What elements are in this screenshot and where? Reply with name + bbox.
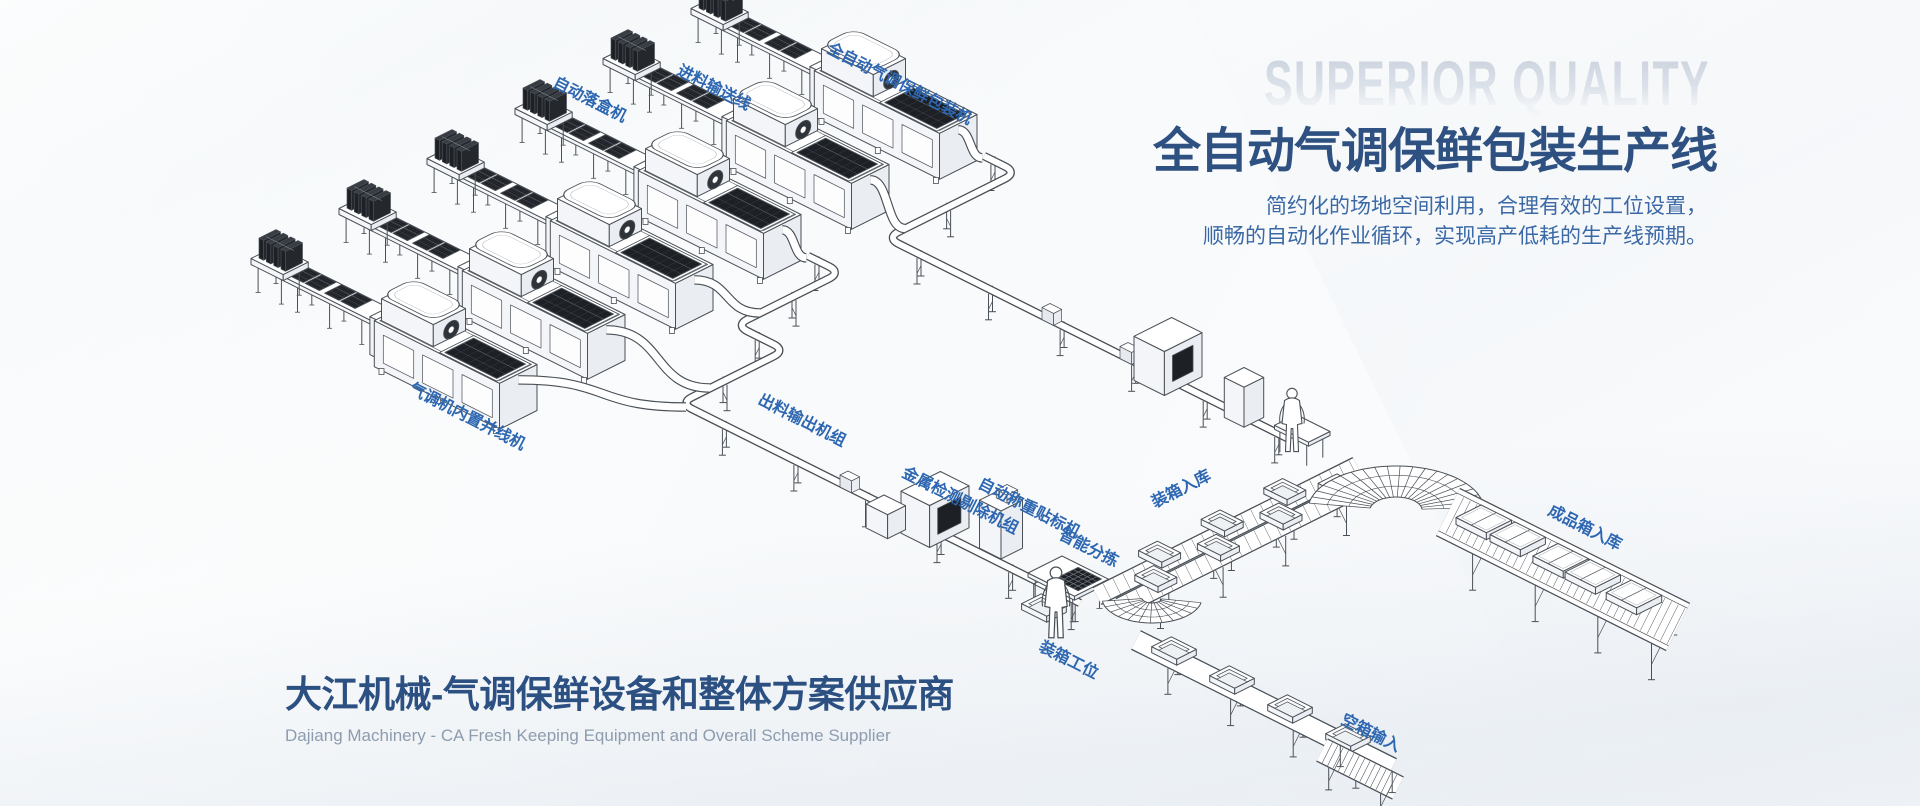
box-dropper [426,129,485,205]
tray [1200,509,1244,538]
empty-box-conveyor [1101,598,1404,806]
diagram-label-packing-station: 装箱工位 [1035,636,1102,682]
drive-motor [839,470,860,494]
tray [1209,665,1255,695]
carton [1564,559,1621,595]
company-name-en: Dajiang Machinery - CA Fresh Keeping Equ… [285,725,891,745]
hero-title: 全自动气调保鲜包装生产线 [1153,125,1718,178]
carton [1605,579,1663,616]
drive-motor [1041,303,1062,326]
box-dropper [250,229,309,305]
reject-bin [865,494,906,540]
carton-erecting-station [1133,317,1331,466]
tray [1325,723,1371,753]
tray [1263,478,1307,507]
hero-description-line1: 简约化的场地空间利用，合理有效的工位设置， [1266,195,1707,218]
hero-description: 简约化的场地空间利用，合理有效的工位设置， 顺畅的自动化作业循环，实现高产低耗的… [1007,192,1707,252]
casing-conveyor [1092,457,1385,629]
box-dropper [338,179,397,255]
packaging-line [602,29,907,234]
packaging-line [426,129,761,334]
curve-conveyor [1308,465,1485,510]
worker-figure [1279,387,1305,453]
tray [1196,533,1240,562]
weighing-labeling-machine [979,484,1062,610]
tray [1259,502,1303,531]
carton [1489,521,1546,558]
packaging-line [514,79,808,284]
roller-stub [1316,738,1404,800]
packaging-line [338,179,711,393]
diagram-label-outfeed-unit: 出料输出机组 [755,390,849,451]
tray [1134,565,1178,594]
hero-description-line2: 顺畅的自动化作业循环，实现高产低耗的生产线预期。 [1203,225,1707,248]
finished-goods-conveyor [1435,487,1691,681]
box-dropper [602,29,661,105]
tray [1138,540,1182,569]
packaging-line [250,229,687,434]
metal-detector-machine [865,471,970,548]
worker-figure [1041,566,1071,639]
curve-conveyor [1101,598,1202,624]
carton-machine [1223,367,1265,428]
outfeed-rails [682,152,1292,631]
box-dropper [514,79,573,155]
company-name-cn: 大江机械-气调保鲜设备和整体方案供应商 [285,674,954,715]
outfeed-rail-upper [888,152,1292,444]
company-signature: 大江机械-气调保鲜设备和整体方案供应商 Dajiang Machinery - … [285,674,954,746]
outfeed-rail-lower [682,252,1082,607]
watermark-text: SUPERIOR QUALITY [1264,49,1710,119]
tray [1267,694,1313,724]
box-dropper [690,0,749,55]
diagram-label-casing-inbound: 装箱入库 [1147,466,1214,512]
packaging-line [690,0,984,184]
tray [1151,636,1197,666]
